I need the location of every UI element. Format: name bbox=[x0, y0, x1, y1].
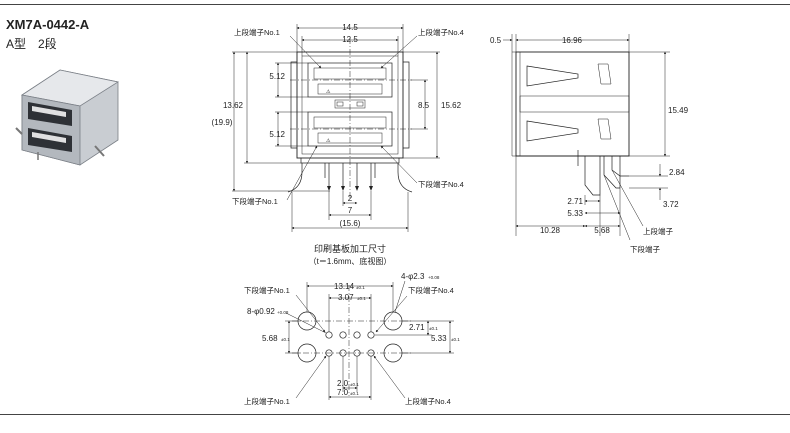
dim-12-5: 12.5 bbox=[342, 35, 358, 44]
dim-7-0-tol: ±0.1 bbox=[350, 391, 359, 396]
svg-text:⚠: ⚠ bbox=[326, 89, 331, 95]
dim-2-71: 2.71 bbox=[567, 197, 583, 206]
dim-5-68-pcb-tol: ±0.1 bbox=[281, 337, 290, 342]
dim-19-9: (19.9) bbox=[212, 118, 233, 127]
dim-15-62: 15.62 bbox=[441, 101, 462, 110]
pcb-layout: 印刷基板加工尺寸 （t＝1.6mm、底视图） 13.14 ±0.1 3.07 ±… bbox=[244, 243, 460, 406]
label-upper-no1: 上段端子No.1 bbox=[234, 27, 280, 37]
dim-5-12-a: 5.12 bbox=[269, 72, 285, 81]
dim-2-71-pcb-tol: ±0.1 bbox=[429, 326, 438, 331]
label-upper-no4: 上段端子No.4 bbox=[418, 27, 464, 37]
hole-small: 8-φ0.92 bbox=[247, 307, 275, 316]
dim-5-33-pcb: 5.33 bbox=[431, 334, 447, 343]
dim-15-6: (15.6) bbox=[340, 219, 361, 228]
label-lower-no4: 下段端子No.4 bbox=[418, 179, 464, 189]
dim-13-14: 13.14 bbox=[334, 282, 355, 291]
dim-5-33-pcb-tol: ±0.1 bbox=[451, 337, 460, 342]
dim-7: 7 bbox=[348, 206, 353, 215]
bottom-rule bbox=[0, 414, 790, 415]
dim-3-07: 3.07 bbox=[338, 293, 354, 302]
dim-13-62: 13.62 bbox=[223, 101, 244, 110]
pcb-note: （t＝1.6mm、底视图） bbox=[309, 256, 392, 266]
dim-15-49: 15.49 bbox=[668, 106, 689, 115]
pcb-label-lower-no4: 下段端子No.4 bbox=[408, 285, 454, 295]
pcb-title: 印刷基板加工尺寸 bbox=[314, 243, 386, 254]
front-view: ⚠ ⚠ 14.5 12.5 上段端子No.1 bbox=[212, 23, 464, 232]
type-label: A型 2段 bbox=[6, 37, 57, 51]
dim-16-96: 16.96 bbox=[562, 36, 583, 45]
dim-5-33: 5.33 bbox=[567, 209, 583, 218]
hole-small-tol: +0.08 bbox=[277, 310, 289, 315]
top-rule bbox=[0, 4, 790, 5]
dim-8-5: 8.5 bbox=[418, 101, 430, 110]
hole-large: 4-φ2.3 bbox=[401, 272, 425, 281]
connector-photo bbox=[15, 69, 120, 166]
side-view: 0.5 16.96 15.49 2.84 3.72 2.71 5.33 10.2… bbox=[490, 34, 689, 254]
dim-0-5: 0.5 bbox=[490, 36, 502, 45]
dim-2-0-tol: ±0.1 bbox=[350, 382, 359, 387]
dim-2-0: 2.0 bbox=[337, 379, 349, 388]
dim-2-84: 2.84 bbox=[669, 168, 685, 177]
dim-2-71-pcb: 2.71 bbox=[409, 323, 425, 332]
dim-7-0: 7.0 bbox=[337, 388, 349, 397]
dim-13-14-tol: ±0.1 bbox=[356, 285, 365, 290]
dim-5-68: 5.68 bbox=[594, 226, 610, 235]
pcb-label-upper-no1: 上段端子No.1 bbox=[244, 396, 290, 406]
hole-large-tol: +0.08 bbox=[428, 275, 440, 280]
dim-10-28: 10.28 bbox=[540, 226, 561, 235]
svg-text:⚠: ⚠ bbox=[326, 138, 331, 144]
label-lower-no1: 下段端子No.1 bbox=[232, 196, 278, 206]
dim-3-72: 3.72 bbox=[663, 200, 679, 209]
dim-5-12-b: 5.12 bbox=[269, 130, 285, 139]
dim-14-5: 14.5 bbox=[342, 23, 358, 32]
dim-5-68-pcb: 5.68 bbox=[262, 334, 278, 343]
pcb-label-upper-no4: 上段端子No.4 bbox=[405, 396, 451, 406]
label-upper-terminal: 上段端子 bbox=[643, 226, 673, 236]
part-number: XM7A-0442-A bbox=[6, 17, 90, 32]
label-lower-terminal: 下段端子 bbox=[630, 244, 660, 254]
dim-3-07-tol: ±0.1 bbox=[357, 296, 366, 301]
dim-2: 2 bbox=[348, 194, 353, 203]
pcb-label-lower-no1: 下段端子No.1 bbox=[244, 285, 290, 295]
